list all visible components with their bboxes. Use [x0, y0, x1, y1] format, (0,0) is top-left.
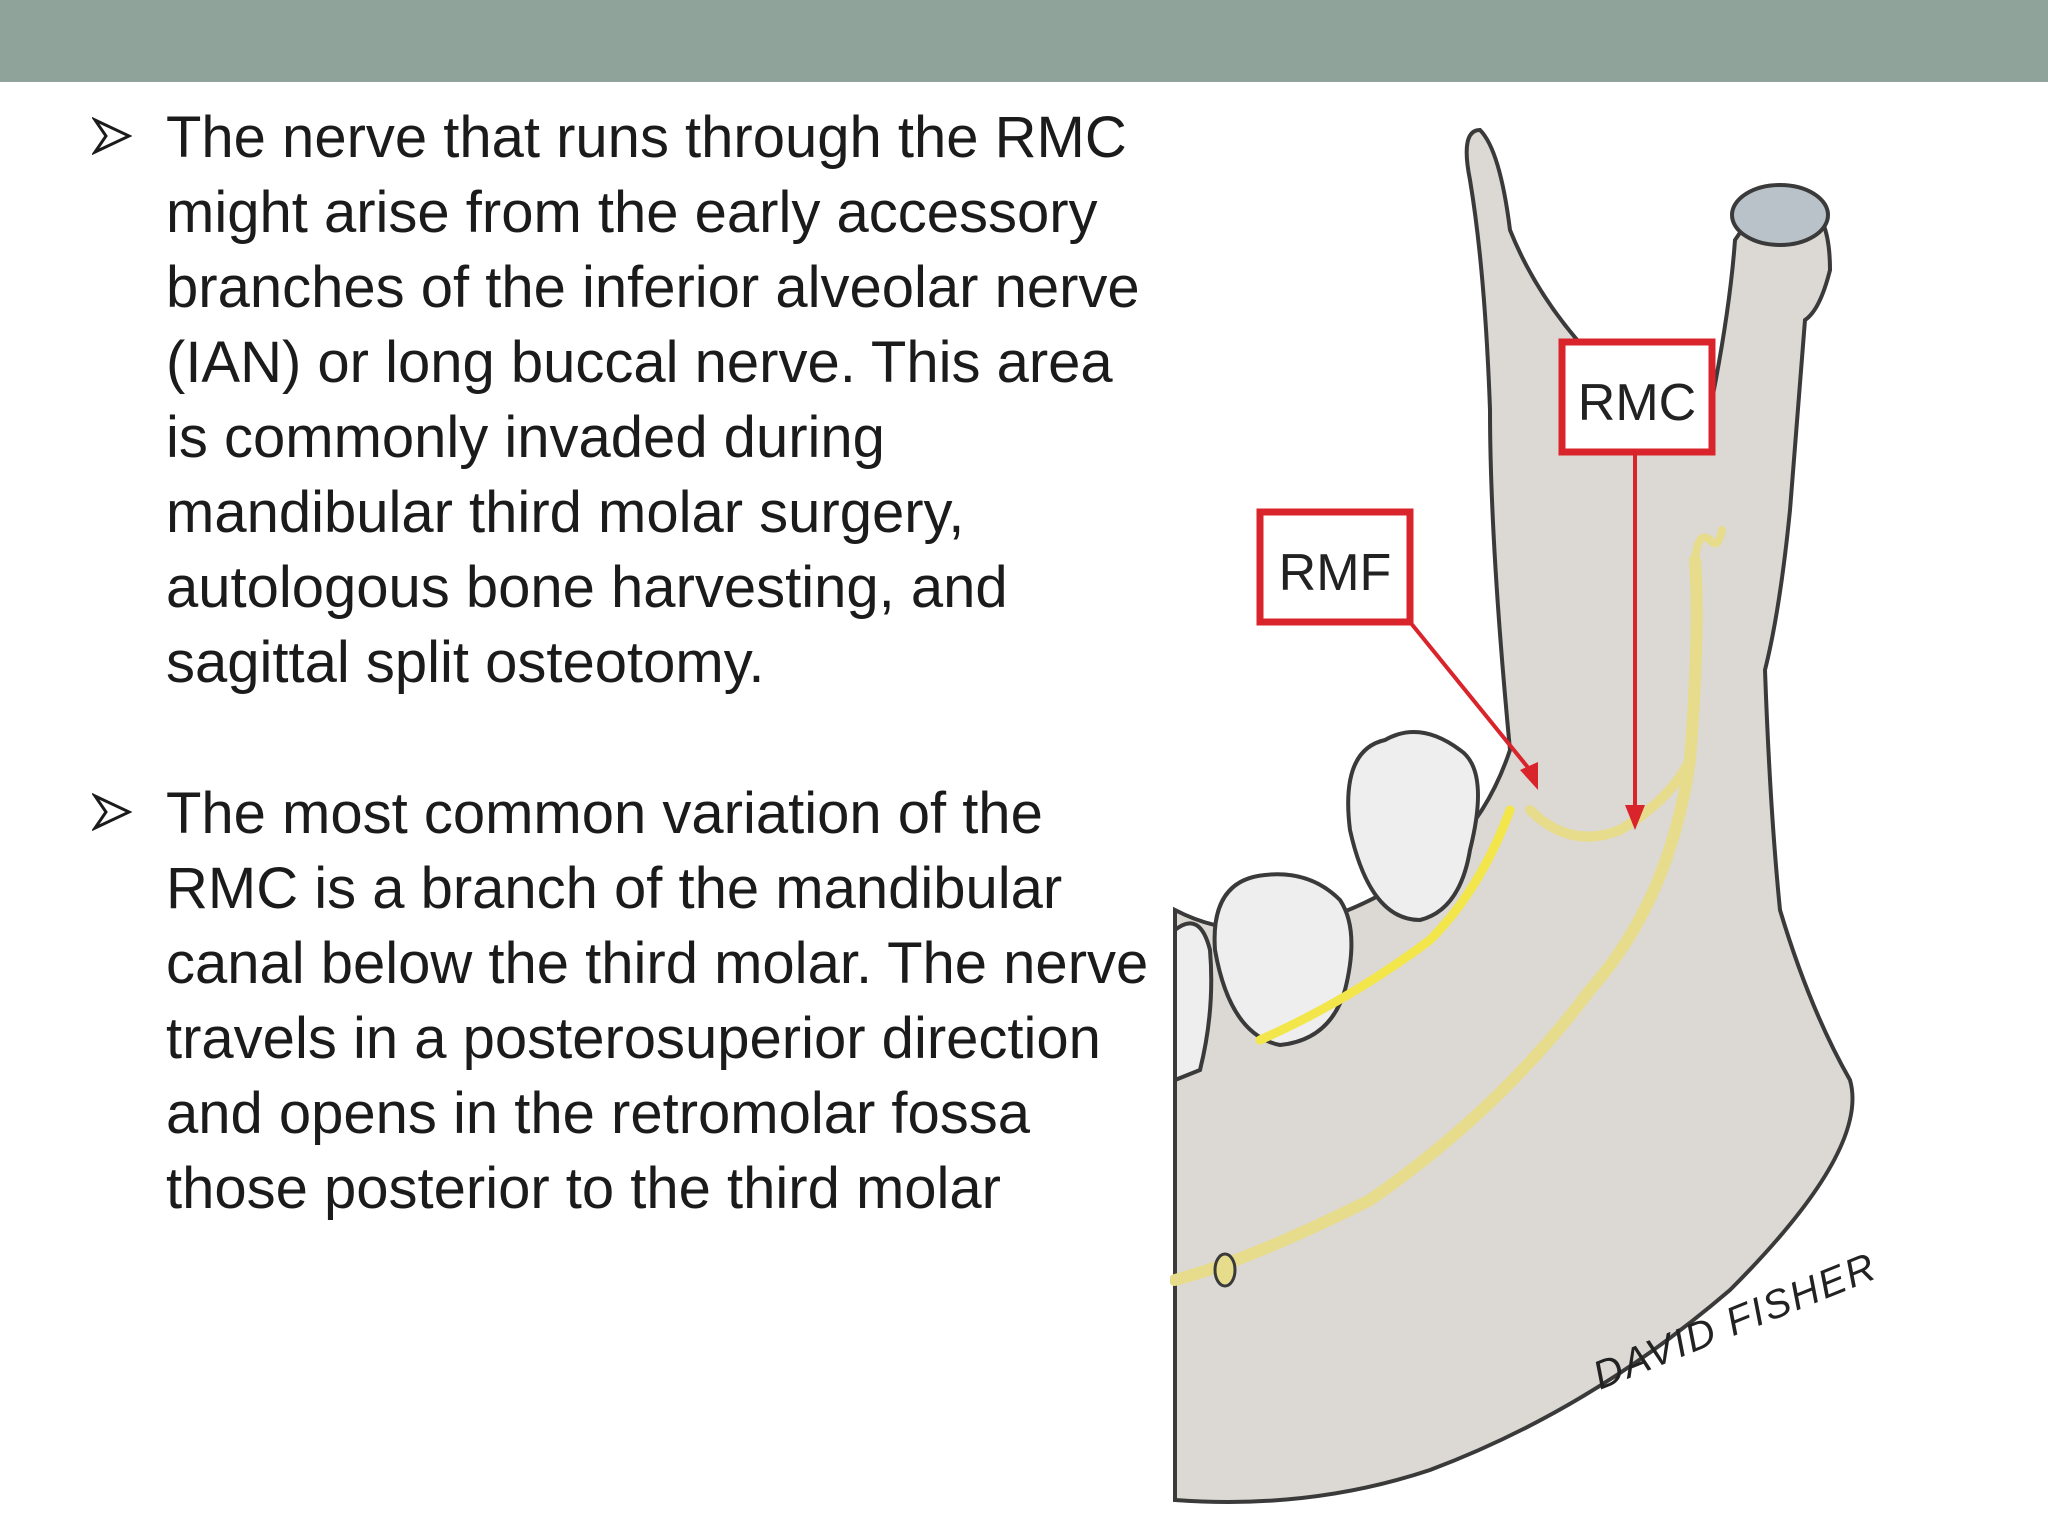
header-bar	[0, 0, 2048, 82]
arrow-bullet-icon	[92, 792, 132, 832]
nerve-cut-end	[1213, 1252, 1237, 1288]
rmc-label: RMC	[1578, 374, 1696, 432]
rmf-arrowhead	[1520, 762, 1538, 790]
mandible-illustration: RMC RMF DAVID FISHER	[1170, 110, 1970, 1510]
mandible-drawing: RMC RMF DAVID FISHER	[1170, 127, 1883, 1504]
bullet-text: The nerve that runs through the RMC migh…	[166, 105, 1140, 695]
rmf-label-box	[1256, 508, 1414, 626]
bullet-item: The most common variation of the RMC is …	[92, 776, 1152, 1226]
rmf-arrow	[1408, 620, 1532, 772]
bullet-list: The nerve that runs through the RMC migh…	[92, 100, 1152, 1302]
buccal-nerve	[1255, 805, 1515, 1045]
molar-tooth	[1346, 730, 1480, 923]
rmf-label: RMF	[1279, 544, 1392, 602]
rmc-arrowhead	[1625, 805, 1645, 830]
nerve-hook	[1691, 526, 1726, 564]
molar-tooth	[1173, 921, 1214, 1083]
retromolar-canal-branch	[1525, 755, 1695, 842]
bullet-text: The most common variation of the RMC is …	[166, 781, 1149, 1221]
rmc-label-box	[1558, 338, 1716, 456]
bullet-item: The nerve that runs through the RMC migh…	[92, 100, 1152, 700]
mandibular-canal-nerve	[1170, 554, 1703, 1286]
condyle-head	[1730, 183, 1830, 247]
mandible-bone	[1173, 127, 1855, 1504]
arrow-bullet-icon	[92, 116, 132, 156]
